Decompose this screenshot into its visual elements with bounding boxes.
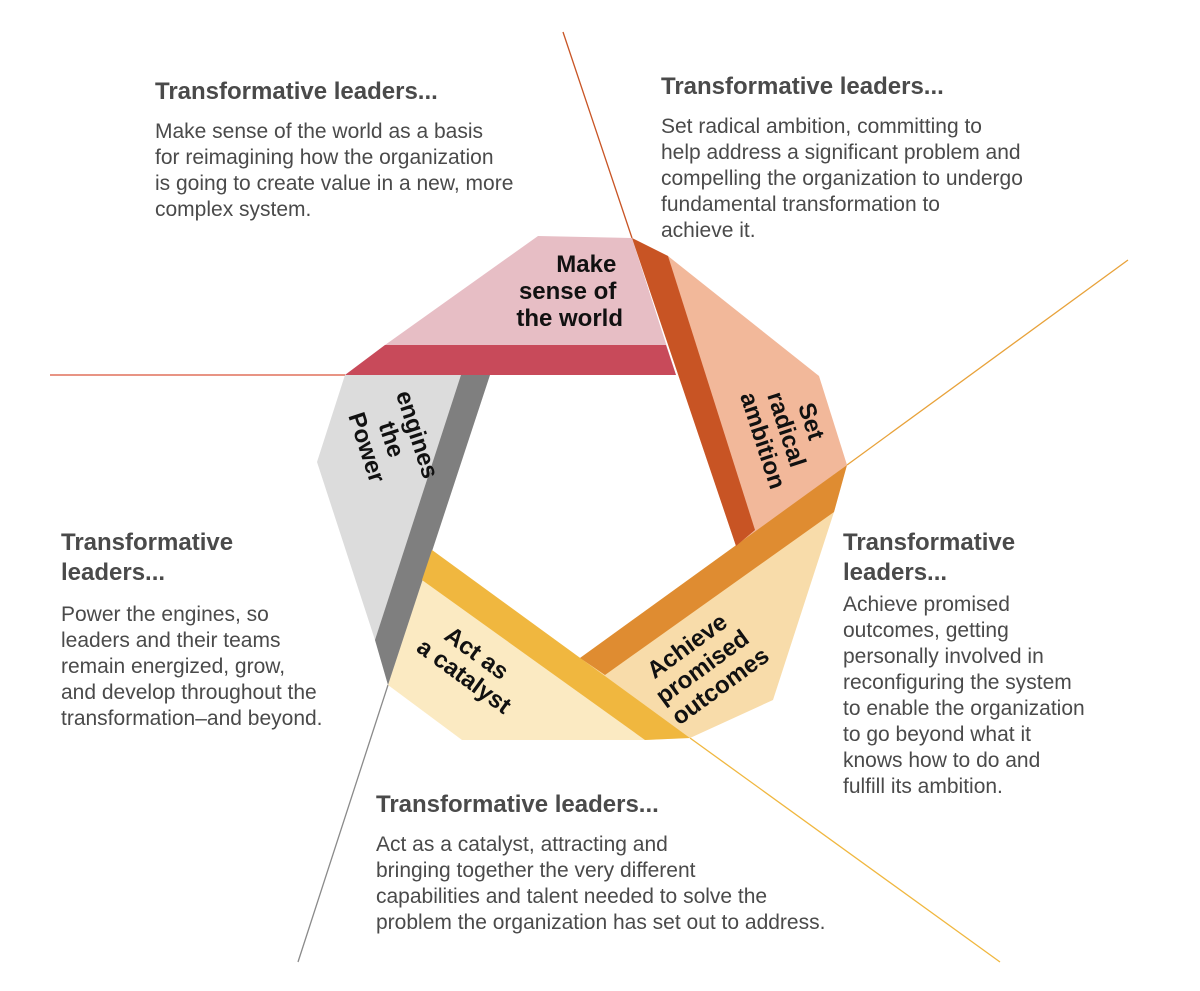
band-world: [345, 345, 676, 375]
description-world: Transformative leaders... Make sense of …: [155, 77, 575, 223]
text-world: Make sense of the world as a basis for r…: [155, 120, 514, 221]
heading-ambition: Transformative leaders...: [661, 73, 944, 100]
heading-engines: Transformative leaders...: [61, 529, 234, 586]
description-ambition: Transformative leaders... Set radical am…: [661, 72, 1081, 244]
heading-catalyst: Transformative leaders...: [376, 791, 659, 818]
segment-label-world: Make sense of the world: [516, 251, 623, 332]
heading-world: Transformative leaders...: [155, 78, 438, 105]
divider-line-catalyst: [689, 737, 1001, 963]
divider-line-outcomes: [846, 259, 1129, 466]
text-ambition: Set radical ambition, committing to help…: [661, 115, 1023, 242]
description-outcomes: Transformative leaders... Achieve promis…: [843, 528, 1123, 800]
band-catalyst: [422, 550, 690, 740]
heading-outcomes: Transformative leaders...: [843, 529, 1016, 586]
text-outcomes: Achieve promised outcomes, getting perso…: [843, 593, 1085, 798]
description-engines: Transformative leaders... Power the engi…: [61, 528, 361, 732]
segment-world-light: [345, 236, 676, 375]
text-engines: Power the engines, so leaders and their …: [61, 603, 323, 730]
band-engines: [375, 375, 490, 685]
divider-line-engines: [297, 684, 389, 963]
description-catalyst: Transformative leaders... Act as a catal…: [376, 790, 916, 936]
band-outcomes: [580, 465, 847, 675]
text-catalyst: Act as a catalyst, attracting and bringi…: [376, 833, 826, 934]
divider-line-ambition: [562, 31, 633, 239]
band-ambition: [632, 238, 755, 546]
